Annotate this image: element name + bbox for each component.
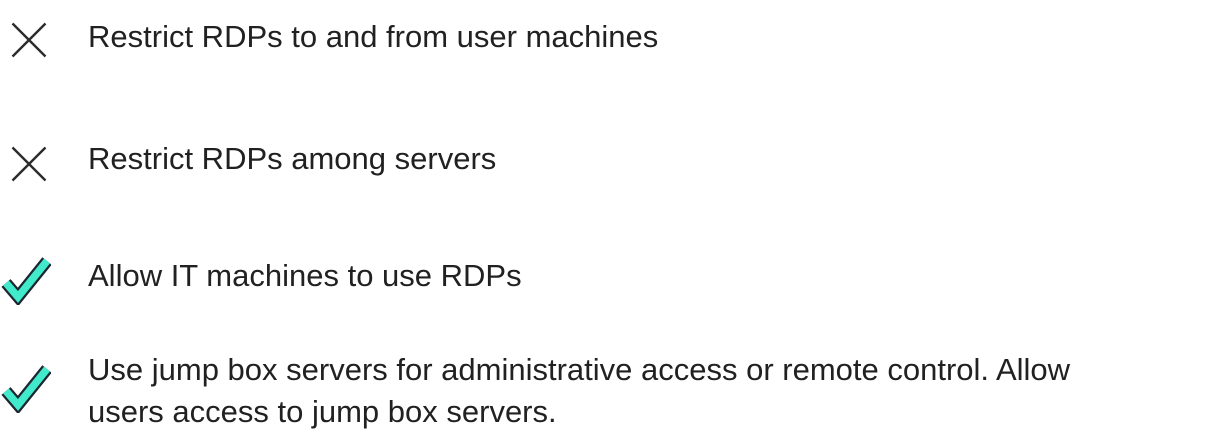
list-item-text: Restrict RDPs to and from user machines <box>88 16 1208 58</box>
check-icon <box>1 363 52 415</box>
list-item-line: Restrict RDPs to and from user machines <box>88 19 659 54</box>
list-item-text: Use jump box servers for administrative … <box>88 349 1208 433</box>
list-item-line: users access to jump box servers. <box>88 394 557 429</box>
check-icon <box>1 255 52 307</box>
list-item-text: Allow IT machines to use RDPs <box>88 255 1208 297</box>
list-item-line: Allow IT machines to use RDPs <box>88 258 522 293</box>
list-item-line: Restrict RDPs among servers <box>88 141 497 176</box>
x-icon <box>10 145 48 183</box>
x-icon <box>10 21 48 59</box>
list-item-text: Restrict RDPs among servers <box>88 138 1208 180</box>
list-item-line: Use jump box servers for administrative … <box>88 352 1071 387</box>
